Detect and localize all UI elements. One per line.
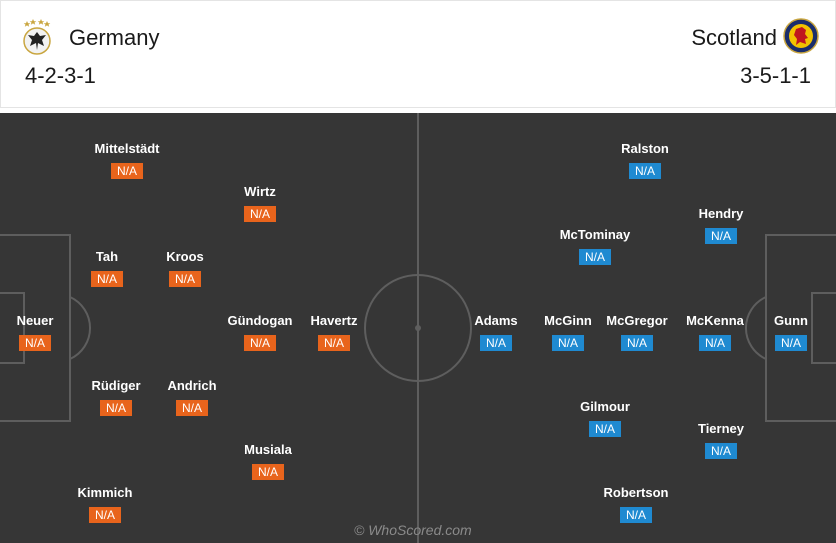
player-rating: N/A [621,335,653,351]
pitch-lines [0,113,836,543]
player-rating: N/A [579,249,611,265]
player-name: Havertz [310,313,358,328]
player-rating: N/A [629,163,661,179]
player-rating: N/A [705,443,737,459]
home-player-musiala[interactable]: Musiala N/A [223,442,313,481]
home-formation: 4-2-3-1 [25,63,96,88]
player-name: Tierney [697,421,744,436]
home-player-neuer[interactable]: Neuer N/A [0,313,80,352]
home-player-rudiger[interactable]: Rüdiger N/A [71,378,161,417]
player-name: Rüdiger [91,378,141,393]
home-player-kimmich[interactable]: Kimmich N/A [60,485,150,524]
player-name: Ralston [621,141,669,156]
player-rating: N/A [480,335,512,351]
player-name: Hendry [698,206,744,221]
away-player-hendry[interactable]: Hendry N/A [676,206,766,245]
away-player-gunn[interactable]: Gunn N/A [746,313,836,352]
player-rating: N/A [89,507,121,523]
player-rating: N/A [176,400,208,416]
player-name: Gilmour [580,399,630,414]
away-player-ralston[interactable]: Ralston N/A [600,141,690,180]
player-name: McKenna [686,313,744,328]
dfb-eagle-crest-icon [23,19,51,55]
player-name: Mittelstädt [94,141,160,156]
player-name: Neuer [16,313,54,328]
home-player-gundogan[interactable]: Gündogan N/A [215,313,305,352]
home-player-mittelstadt[interactable]: Mittelstädt N/A [82,141,172,180]
player-rating: N/A [589,421,621,437]
away-player-mcgregor[interactable]: McGregor N/A [592,313,682,352]
away-team-name: Scotland [691,25,777,50]
player-name: Wirtz [244,184,276,199]
player-rating: N/A [19,335,51,351]
away-player-gilmour[interactable]: Gilmour N/A [560,399,650,438]
player-name: Robertson [603,485,669,500]
whoscored-watermark: © WhoScored.com [354,522,472,538]
player-name: Adams [474,313,518,328]
player-rating: N/A [91,271,123,287]
home-player-tah[interactable]: Tah N/A [62,249,152,288]
player-rating: N/A [169,271,201,287]
player-rating: N/A [111,163,143,179]
player-name: McTominay [559,227,631,242]
home-player-andrich[interactable]: Andrich N/A [147,378,237,417]
player-rating: N/A [100,400,132,416]
player-name: Andrich [167,378,217,393]
player-name: Kroos [166,249,204,264]
player-rating: N/A [620,507,652,523]
player-rating: N/A [705,228,737,244]
home-player-havertz[interactable]: Havertz N/A [289,313,379,352]
away-player-mcginn[interactable]: McGinn N/A [523,313,613,352]
scotland-lion-crest-icon [783,18,819,54]
player-name: Tah [95,249,119,264]
home-player-kroos[interactable]: Kroos N/A [140,249,230,288]
home-player-wirtz[interactable]: Wirtz N/A [215,184,305,223]
player-rating: N/A [775,335,807,351]
player-rating: N/A [552,335,584,351]
away-formation: 3-5-1-1 [740,63,811,88]
player-name: Gunn [774,313,808,328]
player-rating: N/A [244,335,276,351]
away-player-adams[interactable]: Adams N/A [451,313,541,352]
player-rating: N/A [252,464,284,480]
pitch: Mittelstädt N/A Wirtz N/A Tah N/A Kroos … [0,113,836,543]
player-name: McGinn [544,313,592,328]
player-name: Kimmich [77,485,133,500]
player-name: Gündogan [227,313,293,328]
player-name: McGregor [606,313,668,328]
away-player-tierney[interactable]: Tierney N/A [676,421,766,460]
home-team-name: Germany [69,25,160,50]
player-name: Musiala [244,442,292,457]
away-player-mckenna[interactable]: McKenna N/A [670,313,760,352]
lineup-header: Germany 4-2-3-1 Scotland 3-5-1-1 [0,0,836,108]
player-rating: N/A [699,335,731,351]
away-player-mctominay[interactable]: McTominay N/A [550,227,640,266]
away-player-robertson[interactable]: Robertson N/A [591,485,681,524]
player-rating: N/A [318,335,350,351]
player-rating: N/A [244,206,276,222]
